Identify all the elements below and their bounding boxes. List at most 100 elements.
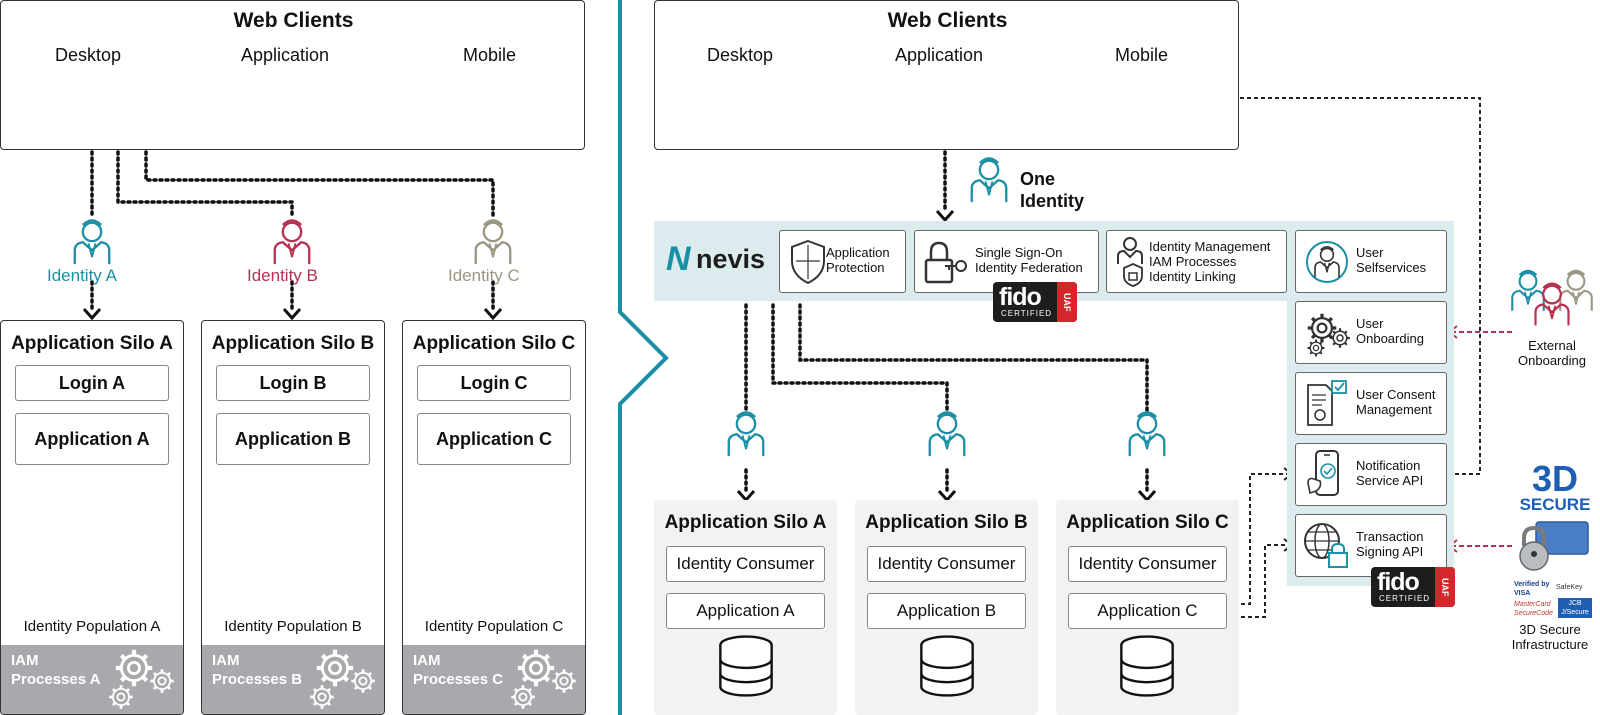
service-identity-management: Identity Management IAM Processes Identi… — [1106, 230, 1287, 293]
caption-line-1: 3D Secure — [1519, 622, 1581, 637]
iam-processes-bar: IAM Processes C — [403, 645, 585, 714]
silo-c-left: Application Silo C Login C Application C… — [402, 320, 586, 715]
application-box: Application B — [867, 593, 1026, 629]
service-line: Onboarding — [1356, 331, 1424, 346]
database-icon — [920, 635, 974, 697]
service-notification-api: Notification Service API — [1295, 443, 1447, 506]
service-line: Identity Linking — [1149, 269, 1236, 284]
right-connectors — [744, 150, 1149, 494]
service-line: IAM Processes — [1149, 254, 1237, 269]
service-text: User Selfservices — [1356, 245, 1426, 275]
application-box: Application C — [417, 413, 571, 465]
service-text: Transaction Signing API — [1356, 529, 1423, 559]
nevis-wordmark: nevis — [696, 244, 766, 274]
mobile-label: Mobile — [1115, 45, 1169, 65]
web-clients-title: Web Clients — [887, 9, 1008, 32]
service-line: Management — [1356, 402, 1432, 417]
service-transaction-signing-api: Transaction Signing API — [1295, 514, 1447, 577]
fido-certified: CERTIFIED — [1001, 309, 1053, 318]
service-line: Signing API — [1356, 544, 1424, 559]
application-box: Application B — [216, 413, 370, 465]
silo-title: Application Silo A — [11, 333, 173, 354]
identity-consumer-box: Identity Consumer — [666, 546, 825, 582]
iam-processes-bar: IAM Processes A — [1, 645, 183, 714]
one-identity-line-1: One — [1020, 169, 1056, 189]
service-text: Notification Service API — [1356, 458, 1423, 488]
silo-title: Application Silo A — [664, 512, 827, 533]
one-identity-label: One Identity — [1020, 168, 1084, 212]
login-box: Login A — [15, 365, 169, 401]
fido-brand: fido — [999, 283, 1042, 311]
nevis-n-mark: N — [666, 240, 691, 278]
phone-check-icon — [1307, 450, 1339, 496]
badge-mastercard: MasterCard SecureCode — [1514, 601, 1553, 617]
external-arrows — [1450, 331, 1512, 547]
service-line: Selfservices — [1356, 260, 1427, 275]
service-user-onboarding: User Onboarding — [1295, 301, 1447, 364]
application-label: Application — [241, 45, 330, 65]
consent-document-icon — [1307, 380, 1347, 426]
silo-title: Application Silo B — [211, 333, 375, 354]
service-user-selfservices: User Selfservices — [1295, 230, 1447, 293]
population-label: Identity Population C — [424, 618, 564, 635]
service-line: User — [1356, 245, 1384, 260]
badge-safekey: SafeKey — [1556, 584, 1583, 591]
service-line: User — [1356, 316, 1384, 331]
service-user-consent: User Consent Management — [1295, 372, 1447, 435]
external-line-1: External — [1528, 338, 1576, 353]
iam-line-1: IAM — [212, 652, 240, 669]
service-text: Application Protection — [826, 245, 890, 275]
desktop-label: Desktop — [707, 45, 774, 65]
external-line-2: Onboarding — [1518, 353, 1586, 368]
globe-lock-icon — [1304, 523, 1348, 568]
caption-line-2: Infrastructure — [1511, 637, 1589, 652]
application-box: Application A — [666, 593, 825, 629]
service-line: Notification — [1356, 458, 1421, 473]
fido-badge: fido CERTIFIED UAF — [1371, 567, 1455, 607]
service-application-protection: Application Protection — [779, 230, 906, 293]
identity-lock-icon — [1117, 237, 1143, 287]
identity-b-label: Identity B — [247, 266, 318, 285]
3d-secure-word: SECURE — [1519, 495, 1591, 514]
service-line: Identity Federation — [975, 260, 1083, 275]
identity-c-label: Identity C — [448, 266, 520, 285]
web-clients-box-right: Web Clients Desktop Application Mobile — [654, 0, 1239, 150]
identity-a-label: Identity A — [47, 266, 117, 285]
divider-chevron — [618, 0, 669, 715]
iam-processes-bar: IAM Processes B — [202, 645, 384, 714]
badge-jcb: JCB J/Secure — [1558, 598, 1592, 618]
silo-title: Application Silo C — [1066, 512, 1229, 533]
fido-uaf: UAF — [1435, 567, 1455, 607]
identity-consumer-box: Identity Consumer — [867, 546, 1026, 582]
3d-secure-caption: 3D Secure Infrastructure — [1498, 622, 1600, 652]
application-box: Application A — [15, 413, 169, 465]
silo-b-left: Application Silo B Login B Application B… — [201, 320, 385, 715]
iam-line-1: IAM — [413, 652, 441, 669]
service-line: Identity Management — [1149, 239, 1271, 254]
service-line: User Consent — [1356, 387, 1436, 402]
web-clients-title: Web Clients — [233, 9, 354, 32]
3d-secure-logo: 3D SECURE — [1510, 458, 1600, 514]
application-box: Application C — [1068, 593, 1227, 629]
silo-title: Application Silo C — [412, 333, 576, 354]
mobile-label: Mobile — [463, 45, 517, 65]
identity-consumer-box: Identity Consumer — [1068, 546, 1227, 582]
web-clients-box-left: Web Clients Desktop Application Mobile — [0, 0, 585, 150]
database-icon — [719, 635, 773, 697]
fido-badge: fido CERTIFIED UAF — [993, 282, 1077, 322]
3d-secure-big: 3D — [1531, 458, 1579, 499]
desktop-label: Desktop — [55, 45, 122, 65]
login-box: Login B — [216, 365, 370, 401]
padlock-card-icon — [1519, 521, 1589, 571]
service-line: Service API — [1356, 473, 1424, 488]
shield-icon — [791, 239, 825, 285]
login-box: Login C — [417, 365, 571, 401]
silo-a-left: Application Silo A Login A Application A… — [0, 320, 184, 715]
service-line: Application — [826, 245, 890, 260]
service-line: Transaction — [1356, 529, 1424, 544]
iam-line-1: IAM — [11, 652, 39, 669]
fido-brand: fido — [1377, 568, 1420, 596]
lock-key-icon — [924, 241, 967, 284]
population-label: Identity Population B — [224, 618, 362, 635]
